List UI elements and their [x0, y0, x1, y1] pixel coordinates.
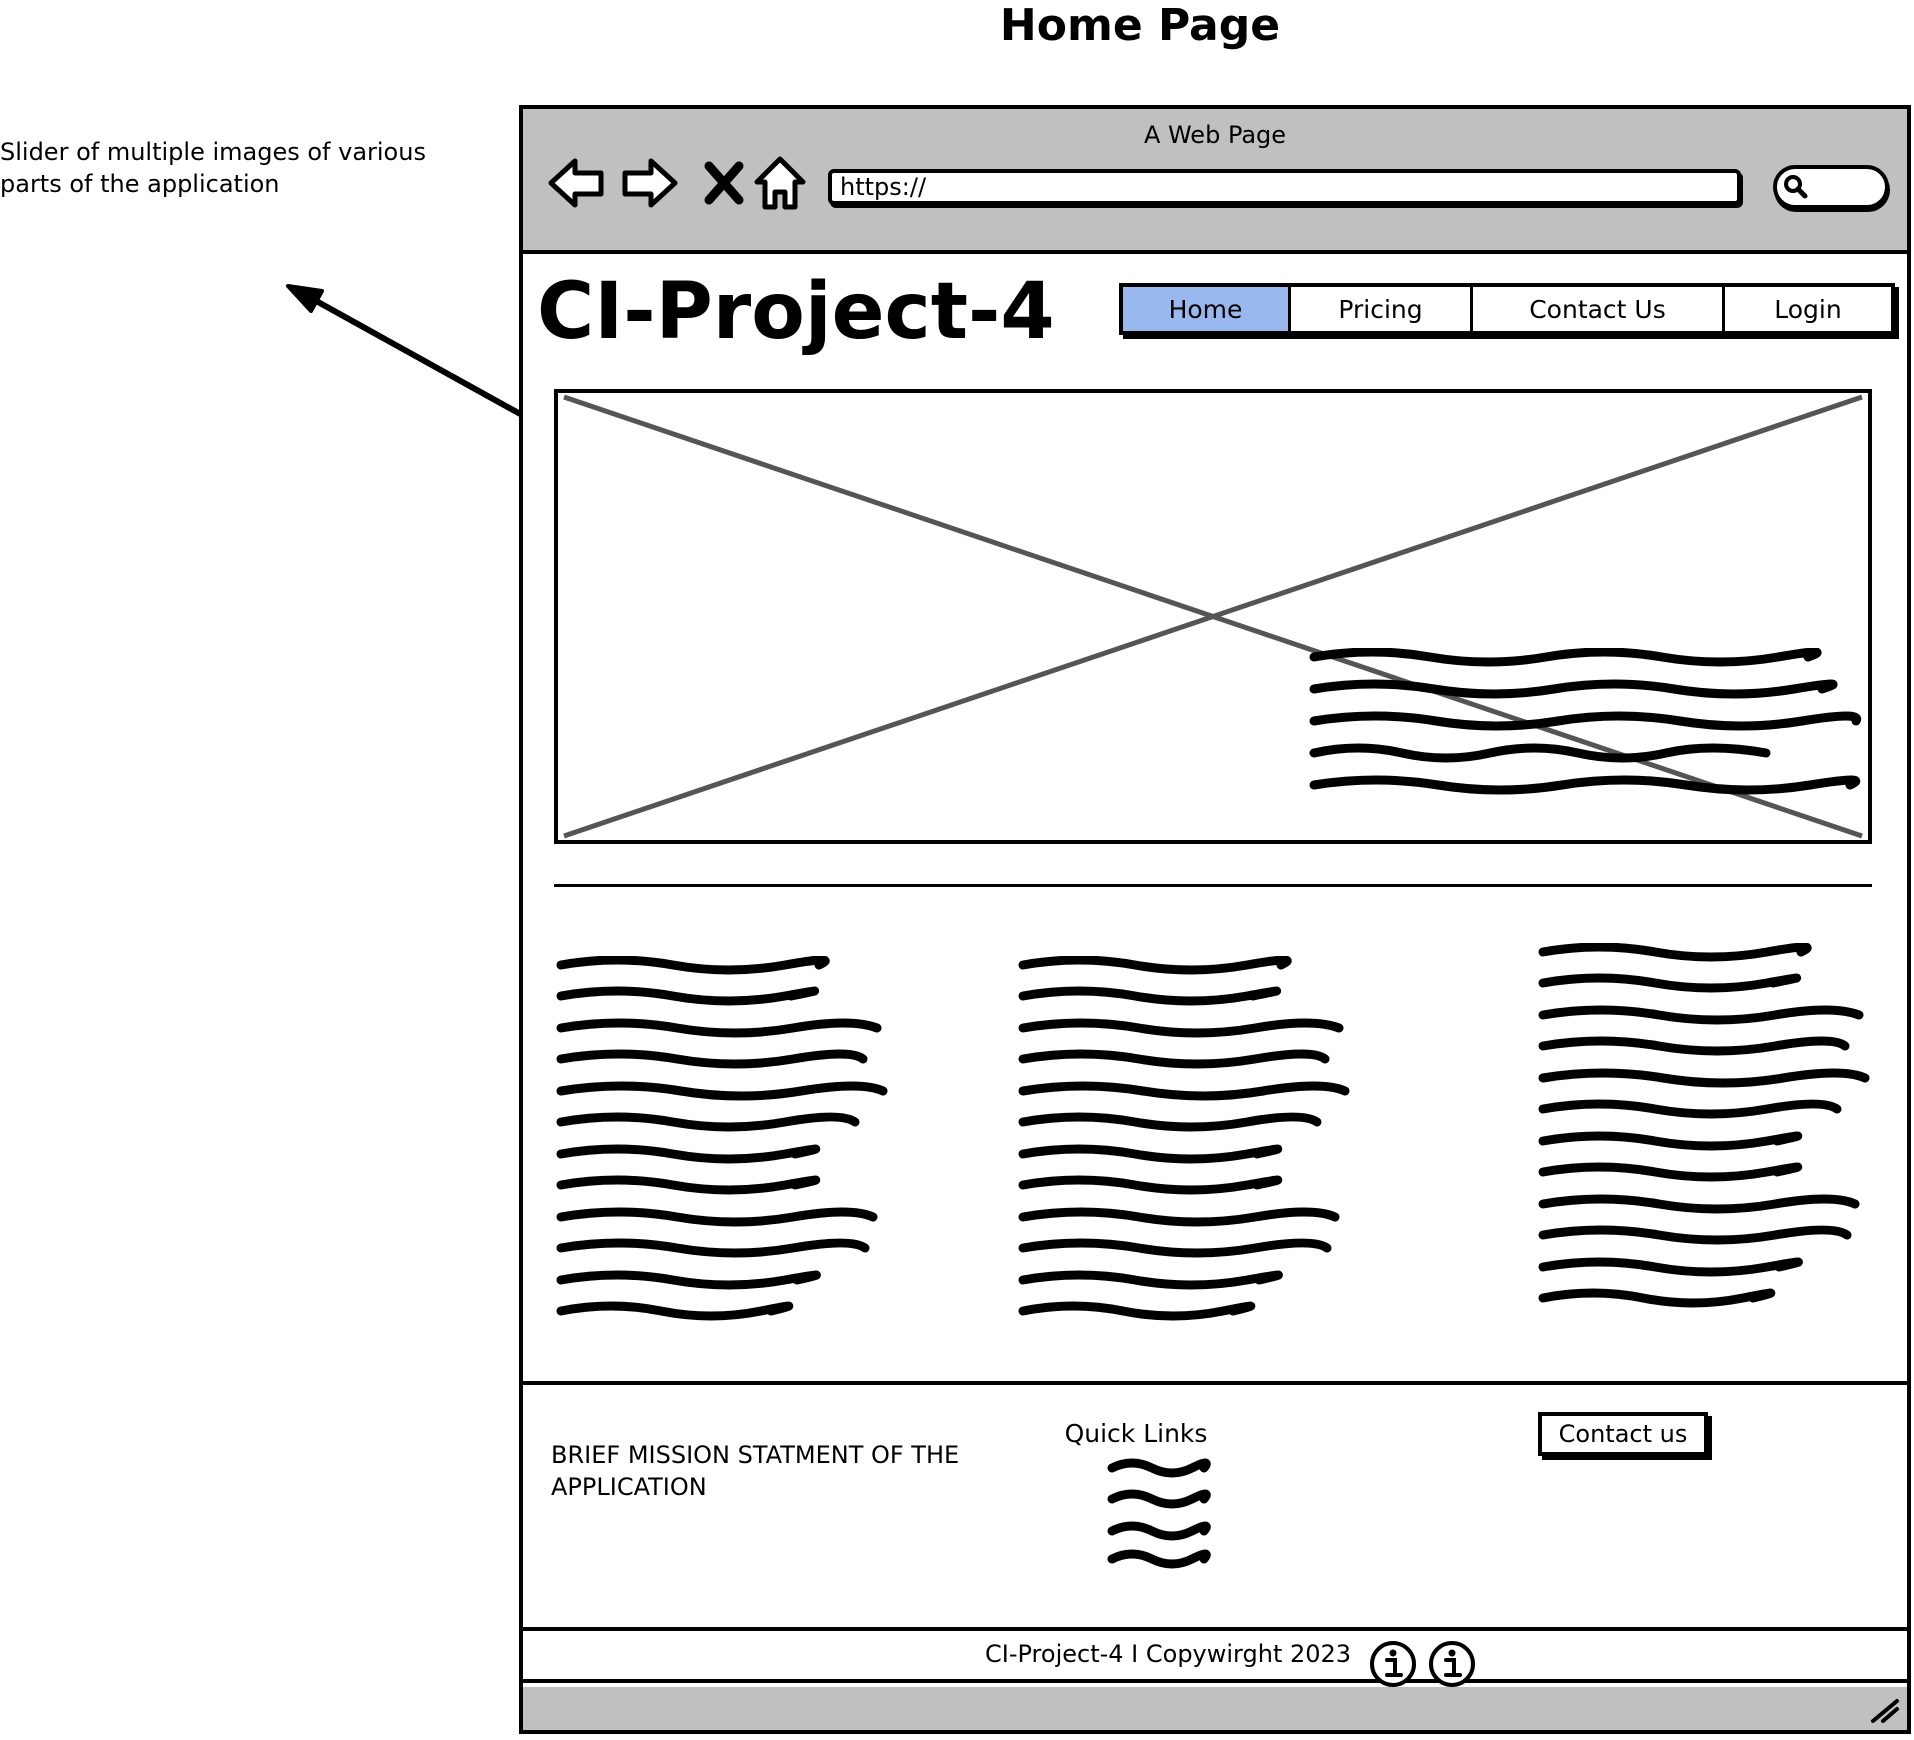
forward-arrow-icon[interactable] [621, 154, 679, 212]
browser-statusbar [523, 1687, 1907, 1730]
back-arrow-icon[interactable] [547, 154, 605, 212]
annotation-note: Slider of multiple images of various par… [0, 138, 426, 198]
feature-column-2-text [1018, 956, 1350, 1321]
contact-us-button[interactable]: Contact us [1538, 1412, 1708, 1456]
image-slider[interactable] [554, 389, 1872, 844]
nav-tab-login[interactable]: Login [1774, 294, 1842, 324]
feature-column-1-text [556, 956, 888, 1321]
quick-links-title: Quick Links [1064, 1419, 1208, 1448]
address-bar[interactable]: https:// [828, 169, 1741, 205]
nav-tab-home[interactable]: Home [1123, 287, 1291, 331]
section-divider [554, 884, 1872, 887]
image-placeholder-cross [563, 394, 1863, 839]
nav-tab-contact-us[interactable]: Contact Us [1473, 287, 1725, 331]
browser-window: A Web Page https:// CI-Project-4 Home Pr… [519, 105, 1911, 1734]
page-title: Home Page [999, 0, 1281, 51]
slider-caption-scribble [1309, 648, 1862, 795]
nav-tab-pricing[interactable]: Pricing [1291, 287, 1473, 331]
site-footer [523, 1381, 1907, 1631]
main-nav: Home Pricing Contact Us Login [1119, 283, 1895, 335]
window-title: A Web Page [1143, 121, 1287, 149]
quick-links-list[interactable] [1106, 1456, 1216, 1576]
copyright-bar [523, 1627, 1907, 1683]
browser-toolbar: A Web Page https:// [523, 109, 1907, 254]
mission-statement: BRIEF MISSION STATMENT OF THE APPLICATIO… [551, 1441, 960, 1501]
info-icon[interactable] [1427, 1639, 1477, 1689]
search-field[interactable] [1773, 165, 1889, 209]
info-icon[interactable] [1368, 1639, 1418, 1689]
stop-icon[interactable] [695, 154, 753, 212]
search-icon [1784, 175, 1808, 199]
feature-column-3-text [1538, 943, 1870, 1308]
resize-grip-icon[interactable] [1867, 1695, 1901, 1725]
home-icon[interactable] [751, 154, 809, 212]
copyright-text: CI-Project-4 I Copywirght 2023 [985, 1640, 1352, 1668]
site-brand: CI-Project-4 [537, 267, 1055, 357]
